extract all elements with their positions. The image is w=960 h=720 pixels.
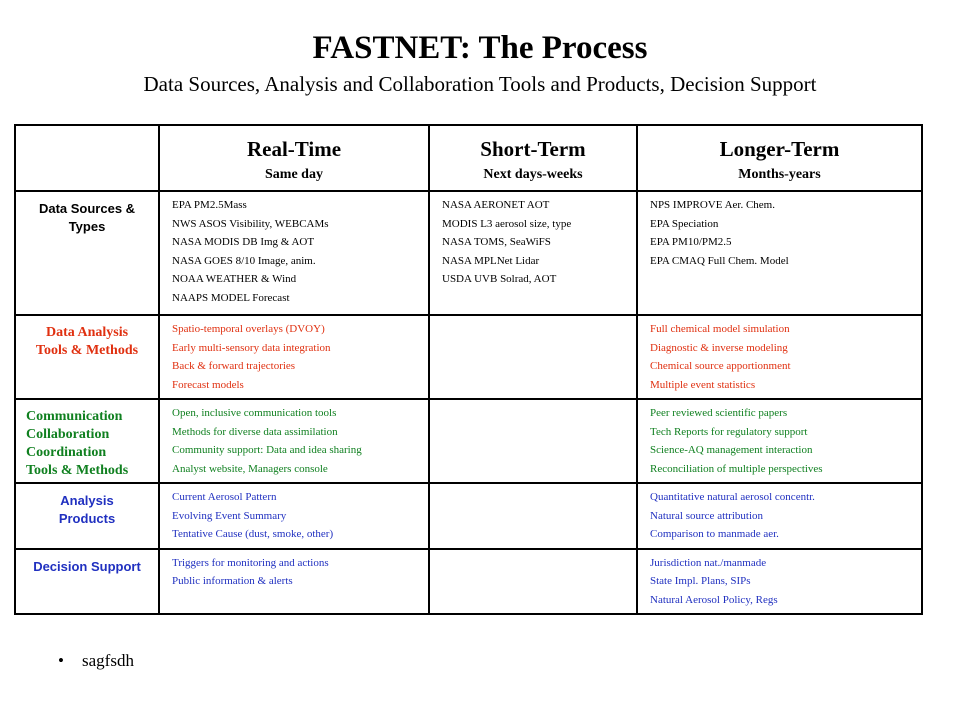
list-item: Diagnostic & inverse modeling	[650, 341, 788, 354]
column-title: Longer-Term	[719, 137, 840, 161]
cell-realtime: Open, inclusive communication tools Meth…	[158, 398, 430, 484]
slide-title: FASTNET: The Process	[312, 30, 648, 66]
list-item: Jurisdiction nat./manmade	[650, 556, 767, 569]
list-item: Community support: Data and idea sharing	[172, 444, 362, 456]
column-subtitle: Same day	[265, 167, 323, 182]
cell-shortterm-empty	[428, 314, 638, 400]
cell-longerterm: NPS IMPROVE Aer. Chem. EPA Speciation EP…	[636, 190, 923, 316]
process-table: Real-Time Same day Short-Term Next days-…	[14, 124, 923, 615]
list-item: Spatio-temporal overlays (DVOY)	[172, 323, 325, 335]
list-item: EPA PM10/PM2.5	[650, 236, 732, 248]
column-subtitle: Next days-weeks	[483, 167, 583, 182]
table-row-decision-support: Decision Support Triggers for monitoring…	[14, 547, 923, 615]
cell-shortterm: NASA AERONET AOT MODIS L3 aerosol size, …	[428, 190, 638, 316]
list-item: NASA GOES 8/10 Image, anim.	[172, 254, 316, 267]
cell-longerterm: Full chemical model simulation Diagnosti…	[636, 314, 923, 400]
list-item: Natural source attribution	[650, 509, 764, 522]
list-item: NPS IMPROVE Aer. Chem.	[650, 199, 775, 211]
list-item: Full chemical model simulation	[650, 323, 790, 335]
bullet-text: sagfsdh	[82, 651, 134, 670]
column-header-shortterm: Short-Term Next days-weeks	[428, 124, 638, 192]
row-label: Communication Collaboration Coordination…	[14, 398, 160, 484]
row-label: Decision Support	[14, 547, 160, 615]
column-subtitle: Months-years	[738, 167, 821, 182]
list-item: Current Aerosol Pattern	[172, 491, 277, 503]
cell-shortterm-empty	[428, 398, 638, 484]
cell-shortterm-empty	[428, 547, 638, 615]
list-item: Early multi-sensory data integration	[172, 341, 331, 354]
list-item: Tech Reports for regulatory support	[650, 425, 808, 438]
list-item: EPA CMAQ Full Chem. Model	[650, 254, 789, 267]
table-row-communication: Communication Collaboration Coordination…	[14, 398, 923, 484]
list-item: NASA MODIS DB Img & AOT	[172, 236, 315, 248]
list-item: Open, inclusive communication tools	[172, 407, 337, 419]
list-item: Evolving Event Summary	[172, 509, 287, 522]
list-item: USDA UVB Solrad, AOT	[442, 273, 557, 285]
list-item: Peer reviewed scientific papers	[650, 407, 788, 419]
list-item: MODIS L3 aerosol size, type	[442, 217, 572, 230]
list-item: EPA PM2.5Mass	[172, 199, 247, 211]
cell-realtime: EPA PM2.5Mass NWS ASOS Visibility, WEBCA…	[158, 190, 430, 316]
list-item: Methods for diverse data assimilation	[172, 425, 338, 438]
list-item: Forecast models	[172, 378, 244, 391]
row-label: Data Sources & Types	[14, 190, 160, 316]
list-item: Comparison to manmade aer.	[650, 528, 779, 540]
list-item: State Impl. Plans, SIPs	[650, 575, 751, 587]
list-item: EPA Speciation	[650, 217, 719, 230]
list-item: NASA MPLNet Lidar	[442, 254, 540, 267]
list-item: NASA TOMS, SeaWiFS	[442, 236, 551, 248]
list-item: NWS ASOS Visibility, WEBCAMs	[172, 217, 329, 230]
corner-cell	[14, 124, 160, 192]
bullet-icon: •	[58, 651, 64, 670]
list-item: Public information & alerts	[172, 575, 293, 587]
row-label: Analysis Products	[14, 482, 160, 550]
table-row-analysis-products: Analysis Products Current Aerosol Patter…	[14, 482, 923, 550]
cell-longerterm: Quantitative natural aerosol concentr. N…	[636, 482, 923, 550]
list-item: Quantitative natural aerosol concentr.	[650, 491, 815, 503]
table-row-data-sources: Data Sources & Types EPA PM2.5Mass NWS A…	[14, 190, 923, 316]
list-item: Science-AQ management interaction	[650, 444, 813, 456]
column-title: Real-Time	[246, 137, 342, 161]
column-header-longerterm: Longer-Term Months-years	[636, 124, 923, 192]
table-row-data-analysis: Data Analysis Tools & Methods Spatio-tem…	[14, 314, 923, 400]
list-item: Tentative Cause (dust, smoke, other)	[172, 528, 334, 540]
list-item: Natural Aerosol Policy, Regs	[650, 593, 778, 606]
row-label: Data Analysis Tools & Methods	[14, 314, 160, 400]
list-item: NOAA WEATHER & Wind	[172, 273, 297, 285]
list-item: NASA AERONET AOT	[442, 199, 550, 211]
column-title: Short-Term	[480, 137, 586, 161]
list-item: NAAPS MODEL Forecast	[172, 291, 290, 304]
cell-longerterm: Peer reviewed scientific papers Tech Rep…	[636, 398, 923, 484]
header-row: Real-Time Same day Short-Term Next days-…	[14, 124, 923, 192]
list-item: Multiple event statistics	[650, 378, 756, 391]
column-header-realtime: Real-Time Same day	[158, 124, 430, 192]
bullet-item: • sagfsdh	[58, 650, 134, 672]
list-item: Back & forward trajectories	[172, 360, 296, 372]
list-item: Reconciliation of multiple perspectives	[650, 462, 823, 475]
cell-realtime: Triggers for monitoring and actions Publ…	[158, 547, 430, 615]
slide-subtitle: Data Sources, Analysis and Collaboration…	[143, 72, 817, 96]
list-item: Chemical source apportionment	[650, 360, 791, 372]
list-item: Analyst website, Managers console	[172, 462, 328, 475]
cell-longerterm: Jurisdiction nat./manmade State Impl. Pl…	[636, 547, 923, 615]
list-item: Triggers for monitoring and actions	[172, 556, 329, 569]
cell-realtime: Current Aerosol Pattern Evolving Event S…	[158, 482, 430, 550]
cell-shortterm-empty	[428, 482, 638, 550]
cell-realtime: Spatio-temporal overlays (DVOY) Early mu…	[158, 314, 430, 400]
